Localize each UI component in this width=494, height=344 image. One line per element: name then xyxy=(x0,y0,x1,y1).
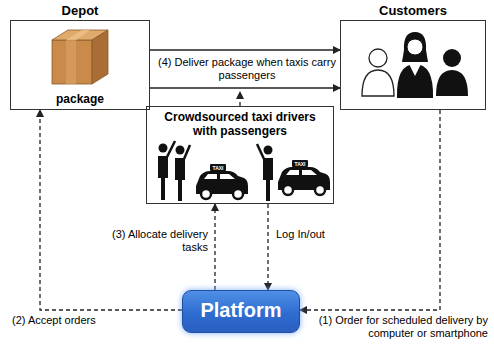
platform-box: Platform xyxy=(182,290,300,333)
box-heading: Crowdsourced taxi drivers with passenger… xyxy=(147,107,333,138)
customers-box: Customers xyxy=(340,20,486,110)
connector-arrow xyxy=(150,87,340,88)
platform-label: Platform xyxy=(183,291,299,329)
sign-text: TAXI xyxy=(211,165,225,171)
connector-arrow xyxy=(214,204,215,290)
taxi-to-delivery-arrow xyxy=(239,92,240,106)
connector-arrow xyxy=(40,110,182,310)
customer-icons xyxy=(362,32,468,98)
connector-arrow xyxy=(267,204,268,290)
taxi-scene xyxy=(158,141,330,201)
step-label: (1) Order for scheduled delivery by comp… xyxy=(300,314,488,340)
step-label: (4) Deliver package when taxis carry pas… xyxy=(158,56,336,82)
step-label: (2) Accept orders xyxy=(12,314,162,327)
package-icon xyxy=(52,30,108,84)
item-label: package xyxy=(11,92,149,106)
connector-arrow xyxy=(300,110,440,310)
box-heading: Depot xyxy=(11,3,149,18)
step-label: (3) Allocate delivery tasks xyxy=(92,228,208,254)
box-heading: Customers xyxy=(341,3,485,18)
sign-text: TAXI xyxy=(293,161,307,167)
taxi-drivers-box: Crowdsourced taxi drivers with passenger… xyxy=(146,106,334,204)
connector-arrow xyxy=(150,49,340,50)
depot-box: Depotpackage xyxy=(10,20,150,110)
step-label: Log In/out xyxy=(276,228,336,241)
